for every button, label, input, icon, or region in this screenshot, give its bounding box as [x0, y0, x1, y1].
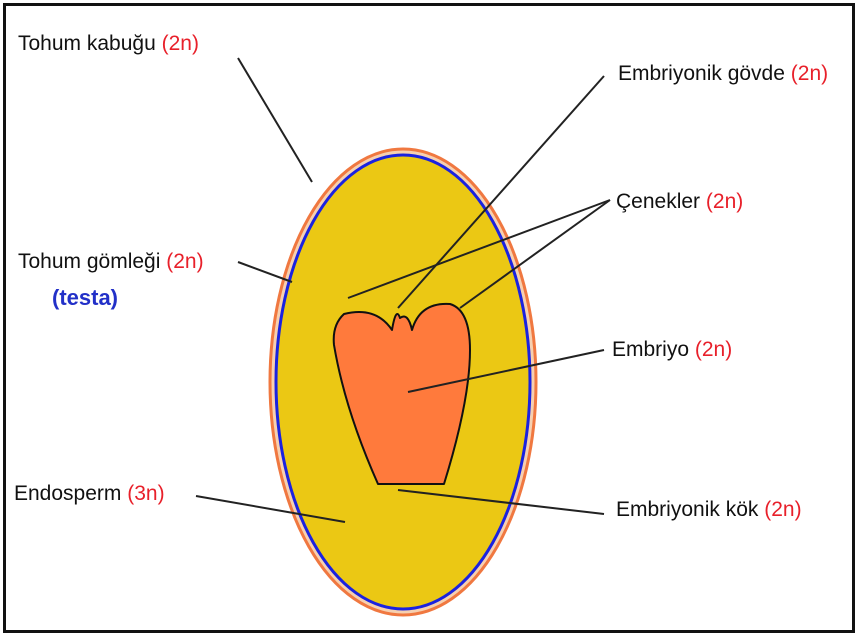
label-tohum-gomlegi: Tohum gömleği (2n) [18, 250, 204, 273]
leader-tohum-kabugu [238, 58, 312, 182]
ploidy-embriyonik-govde: (2n) [791, 62, 828, 85]
label-testa: (testa) [52, 285, 118, 310]
label-embriyo: Embriyo (2n) [612, 338, 732, 361]
ploidy-tohum-kabugu: (2n) [162, 32, 199, 55]
ploidy-endosperm: (3n) [127, 482, 164, 505]
ploidy-embriyonik-kok: (2n) [764, 498, 801, 521]
label-cenekler: Çenekler (2n) [616, 190, 743, 213]
ploidy-tohum-gomlegi: (2n) [166, 250, 203, 273]
label-embriyonik-govde: Embriyonik gövde (2n) [618, 62, 828, 85]
label-embriyonik-kok: Embriyonik kök (2n) [616, 498, 802, 521]
label-endosperm: Endosperm (3n) [14, 482, 165, 505]
label-tohum-kabugu: Tohum kabuğu (2n) [18, 32, 199, 55]
ploidy-cenekler: (2n) [706, 190, 743, 213]
leader-tohum-gomlegi [238, 262, 292, 282]
ploidy-embriyo: (2n) [695, 338, 732, 361]
